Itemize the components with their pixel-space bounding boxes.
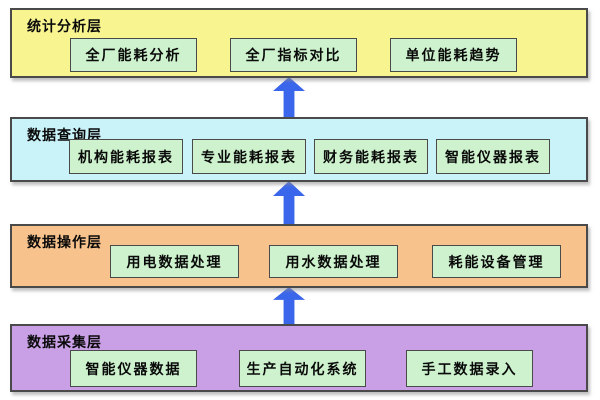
diagram-box-org-energy-report: 机构能耗报表 bbox=[69, 139, 183, 174]
up-arrow-icon bbox=[273, 287, 305, 325]
diagram-box-water-data-processing: 用水数据处理 bbox=[269, 245, 398, 278]
diagram-box-plant-indicator-comparison: 全厂指标对比 bbox=[230, 38, 357, 72]
layer-label: 数据操作层 bbox=[27, 235, 102, 251]
diagram-box-smart-meter-data: 智能仪器数据 bbox=[70, 350, 197, 387]
diagram-box-manual-data-entry: 手工数据录入 bbox=[406, 350, 533, 387]
layer-data-collection: 数据采集层 智能仪器数据 生产自动化系统 手工数据录入 bbox=[10, 324, 588, 392]
diagram-box-finance-energy-report: 财务能耗报表 bbox=[314, 139, 428, 174]
up-arrow-icon bbox=[273, 181, 305, 225]
layer-data-operation: 数据操作层 用电数据处理 用水数据处理 耗能设备管理 bbox=[10, 224, 588, 288]
diagram-box-smart-meter-report: 智能仪器报表 bbox=[436, 139, 550, 174]
layer-statistical-analysis: 统计分析层 全厂能耗分析 全厂指标对比 单位能耗趋势 bbox=[10, 8, 588, 78]
layer-data-query: 数据查询层 机构能耗报表 专业能耗报表 财务能耗报表 智能仪器报表 bbox=[10, 117, 588, 182]
diagram-box-production-automation-system: 生产自动化系统 bbox=[239, 350, 366, 387]
up-arrow-icon bbox=[273, 77, 305, 118]
layer-label: 统计分析层 bbox=[27, 19, 102, 35]
diagram-box-plant-energy-analysis: 全厂能耗分析 bbox=[70, 38, 197, 72]
diagram-box-electricity-data-processing: 用电数据处理 bbox=[110, 245, 239, 278]
diagram-box-specialty-energy-report: 专业能耗报表 bbox=[192, 139, 306, 174]
diagram-box-unit-energy-trend: 单位能耗趋势 bbox=[390, 38, 517, 72]
diagram-box-energy-device-management: 耗能设备管理 bbox=[432, 245, 561, 278]
layer-label: 数据采集层 bbox=[27, 335, 102, 351]
